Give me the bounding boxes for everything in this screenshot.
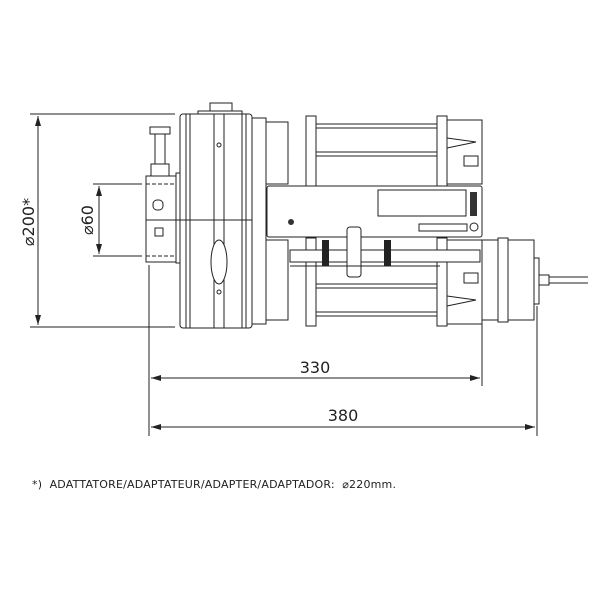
shaft-diameter-label: ⌀60 <box>78 205 97 235</box>
adapter-note: *) ADATTATORE/ADAPTATEUR/ADAPTER/ADAPTAD… <box>32 478 397 491</box>
dimension-lengths: 330 380 <box>148 265 538 436</box>
outer-diameter-label: ⌀200* <box>19 198 38 246</box>
front-flange <box>145 126 182 264</box>
overall-length-label: 380 <box>328 406 359 425</box>
motor-length-label: 330 <box>300 358 331 377</box>
rear-motor <box>481 237 588 323</box>
motor-body <box>251 115 483 327</box>
dimension-shaft-diameter: ⌀60 <box>78 183 142 257</box>
drum <box>146 102 262 329</box>
dimension-outer-diameter: ⌀200* <box>19 113 175 328</box>
